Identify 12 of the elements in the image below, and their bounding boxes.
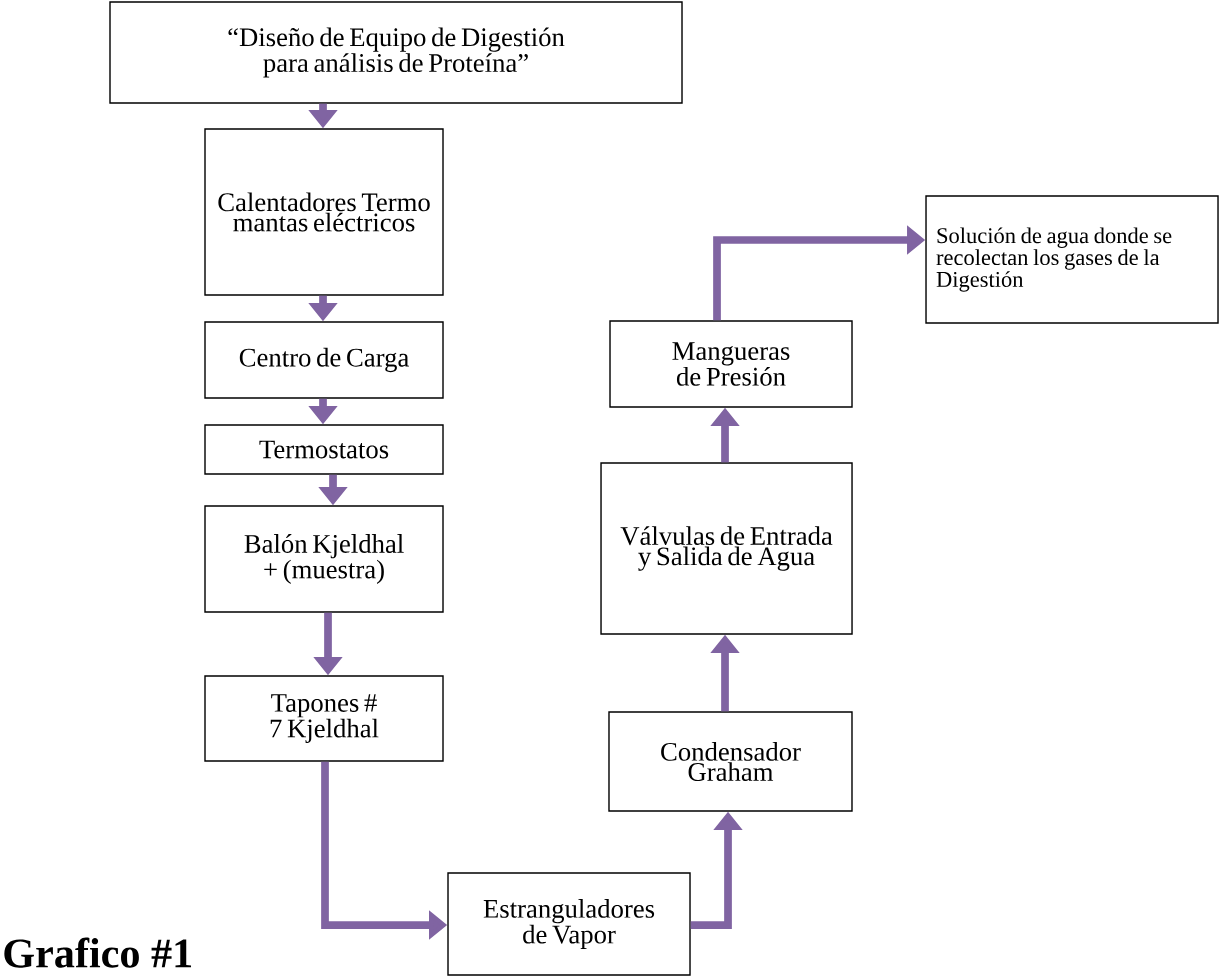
process-box: “Diseño de Equipo de Digestión para análisis de Proteína” <box>109 1 683 104</box>
process-box: Estranguladores de Vapor <box>447 872 691 976</box>
output-box: Solución de agua donde se recolectan los gases de la Digestión <box>925 195 1219 324</box>
process-box: Mangueras de Presión <box>609 320 853 408</box>
process-box: Termostatos <box>204 424 444 475</box>
process-box: Tapones # 7 Kjeldhal <box>204 675 444 762</box>
process-box: Calentadores Termo mantas eléctricos <box>204 128 444 296</box>
figure-label: Grafico #1 <box>4 937 191 968</box>
process-box: Centro de Carga <box>204 321 444 399</box>
process-box: Válvulas de Entrada y Salida de Agua <box>600 462 853 635</box>
process-box: Condensador Graham <box>608 711 853 812</box>
process-box: Balón Kjeldhal + (muestra) <box>204 505 444 613</box>
